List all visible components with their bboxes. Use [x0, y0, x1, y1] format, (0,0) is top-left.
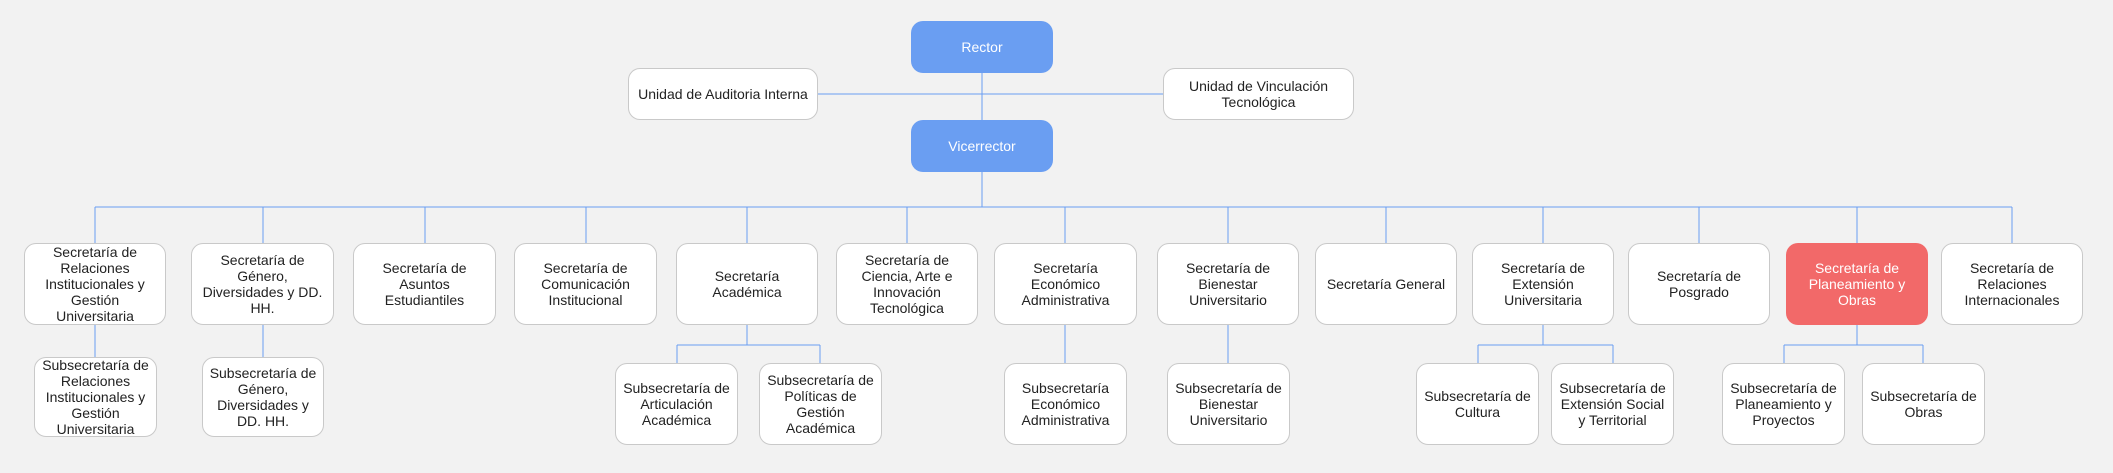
- node-label: Subsecretaría de Obras: [1870, 388, 1977, 420]
- node-label: Secretaría de Asuntos Estudiantiles: [382, 260, 467, 308]
- node-label: Unidad de Auditoria Interna: [638, 86, 808, 102]
- node-secretaria-planeamiento-obras[interactable]: Secretaría de Planeamiento y Obras: [1786, 243, 1928, 325]
- node-secretaria-posgrado[interactable]: Secretaría de Posgrado: [1628, 243, 1770, 325]
- node-label: Rector: [961, 39, 1003, 55]
- node-secretaria-comunicacion[interactable]: Secretaría de Comunicación Institucional: [514, 243, 657, 325]
- node-label: Subsecretaría de Relaciones Instituciona…: [42, 357, 149, 437]
- node-label: Subsecretaría de Políticas de Gestión Ac…: [767, 372, 874, 436]
- node-label: Subsecretaría de Género, Diversidades y …: [209, 365, 317, 429]
- node-subsecretaria-politicas-gestion-academica[interactable]: Subsecretaría de Políticas de Gestión Ac…: [759, 363, 882, 445]
- node-rector[interactable]: Rector: [911, 21, 1053, 73]
- node-secretaria-economico-administrativa[interactable]: Secretaría Económico Administrativa: [994, 243, 1137, 325]
- node-label: Vicerrector: [948, 138, 1016, 154]
- node-label: Secretaría Académica: [712, 268, 782, 300]
- node-label: Secretaría de Planeamiento y Obras: [1808, 260, 1906, 308]
- node-label: Secretaría de Relaciones Internacionales: [1964, 260, 2060, 308]
- node-label: Secretaría de Posgrado: [1656, 268, 1742, 300]
- node-secretaria-bienestar[interactable]: Secretaría de Bienestar Universitario: [1157, 243, 1299, 325]
- node-subsecretaria-economico-administrativa[interactable]: Subsecretaría Económico Administrativa: [1004, 363, 1127, 445]
- node-secretaria-general[interactable]: Secretaría General: [1315, 243, 1457, 325]
- node-subsecretaria-cultura[interactable]: Subsecretaría de Cultura: [1416, 363, 1539, 445]
- node-label: Subsecretaría Económico Administrativa: [1021, 380, 1110, 428]
- node-label: Subsecretaría de Extensión Social y Terr…: [1559, 380, 1666, 428]
- node-label: Secretaría Económico Administrativa: [1021, 260, 1110, 308]
- node-subsecretaria-obras[interactable]: Subsecretaría de Obras: [1862, 363, 1985, 445]
- node-secretaria-ciencia[interactable]: Secretaría de Ciencia, Arte e Innovación…: [836, 243, 978, 325]
- node-unidad-auditoria-interna[interactable]: Unidad de Auditoria Interna: [628, 68, 818, 120]
- node-label: Secretaría de Extensión Universitaria: [1500, 260, 1586, 308]
- node-subsecretaria-planeamiento-proyectos[interactable]: Subsecretaría de Planeamiento y Proyecto…: [1722, 363, 1845, 445]
- node-subsecretaria-extension-social[interactable]: Subsecretaría de Extensión Social y Terr…: [1551, 363, 1674, 445]
- node-subsecretaria-relaciones-institucionales[interactable]: Subsecretaría de Relaciones Instituciona…: [34, 357, 157, 437]
- node-secretaria-extension[interactable]: Secretaría de Extensión Universitaria: [1472, 243, 1614, 325]
- node-vicerrector[interactable]: Vicerrector: [911, 120, 1053, 172]
- node-secretaria-genero[interactable]: Secretaría de Género, Diversidades y DD.…: [191, 243, 334, 325]
- node-label: Unidad de Vinculación Tecnológica: [1188, 78, 1329, 110]
- node-secretaria-relaciones-institucionales[interactable]: Secretaría de Relaciones Institucionales…: [24, 243, 166, 325]
- node-label: Secretaría de Ciencia, Arte e Innovación…: [861, 252, 953, 316]
- node-secretaria-asuntos-estudiantiles[interactable]: Secretaría de Asuntos Estudiantiles: [353, 243, 496, 325]
- node-unidad-vinculacion-tecnologica[interactable]: Unidad de Vinculación Tecnológica: [1163, 68, 1354, 120]
- node-label: Subsecretaría de Articulación Académica: [623, 380, 730, 428]
- node-label: Secretaría General: [1326, 276, 1446, 292]
- node-subsecretaria-articulacion-academica[interactable]: Subsecretaría de Articulación Académica: [615, 363, 738, 445]
- node-subsecretaria-genero[interactable]: Subsecretaría de Género, Diversidades y …: [202, 357, 324, 437]
- node-label: Secretaría de Bienestar Universitario: [1185, 260, 1271, 308]
- node-label: Secretaría de Comunicación Institucional: [541, 260, 630, 308]
- node-label: Subsecretaría de Bienestar Universitario: [1175, 380, 1282, 428]
- node-label: Secretaría de Género, Diversidades y DD.…: [202, 252, 323, 316]
- node-label: Subsecretaría de Cultura: [1424, 388, 1531, 420]
- node-label: Subsecretaría de Planeamiento y Proyecto…: [1730, 380, 1837, 428]
- node-label: Secretaría de Relaciones Institucionales…: [45, 244, 145, 324]
- node-secretaria-academica[interactable]: Secretaría Académica: [676, 243, 818, 325]
- node-subsecretaria-bienestar[interactable]: Subsecretaría de Bienestar Universitario: [1167, 363, 1290, 445]
- node-secretaria-relaciones-internacionales[interactable]: Secretaría de Relaciones Internacionales: [1941, 243, 2083, 325]
